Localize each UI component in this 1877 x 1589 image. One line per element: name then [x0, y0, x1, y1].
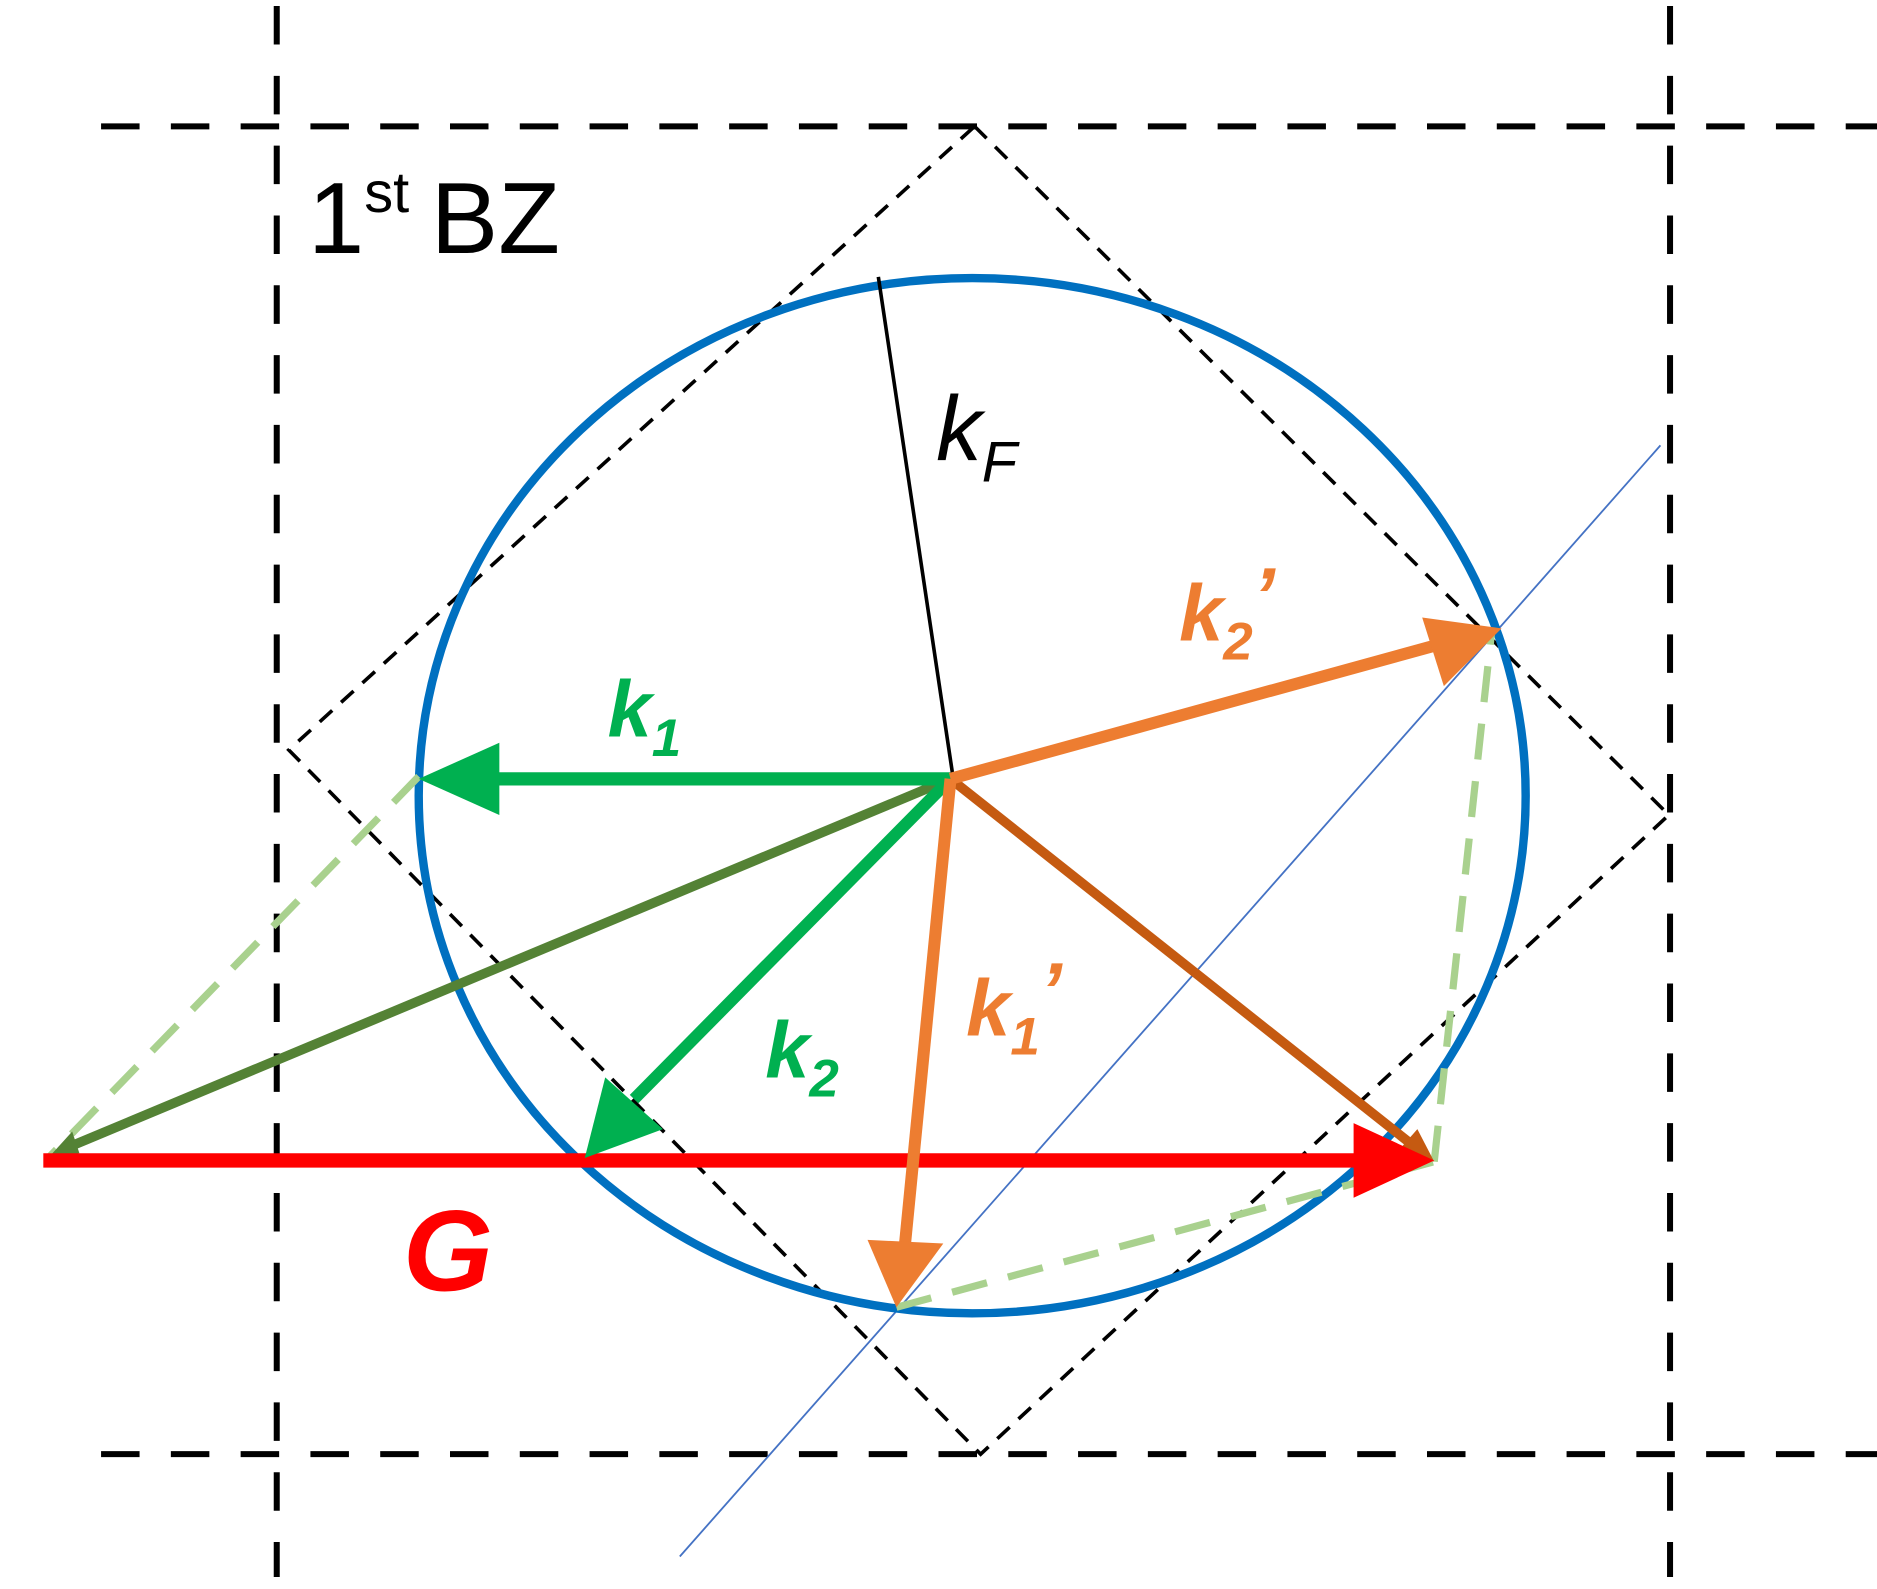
kf-radius-line — [876, 276, 955, 777]
k2-label-sub: 2 — [808, 1050, 838, 1109]
k2-prime-label-base: k — [1179, 568, 1227, 657]
k2-arrowhead — [584, 1077, 663, 1159]
kf-label-base: k — [936, 378, 986, 480]
bz-title-rest: BZ — [431, 162, 560, 275]
k2-prime-arrowhead — [1422, 617, 1502, 687]
k1-prime-label-sub: 1 — [1010, 1008, 1039, 1067]
g-label: G — [403, 1186, 493, 1315]
fermi-circle — [414, 273, 1530, 1318]
bz-title-main: 1 — [308, 162, 364, 275]
k1-prime-label-base: k — [966, 963, 1014, 1052]
k1-label-base: k — [608, 665, 656, 754]
k2-prime-label-prime: ’ — [1253, 552, 1276, 641]
construction-lines — [45, 627, 1496, 1311]
k1-label: k1 — [608, 665, 682, 768]
first-bz-boundary — [101, 6, 1877, 1577]
k2-label-base: k — [765, 1005, 813, 1094]
bz-title-sup: st — [364, 161, 409, 225]
rotated-zone-boundary — [286, 123, 1672, 1457]
kf-label-sub: F — [982, 431, 1020, 495]
k2-prime-label-sub: 2 — [1222, 613, 1252, 672]
k2-prime-vector — [948, 640, 1434, 785]
k1-prime-label: k1’ — [966, 946, 1063, 1066]
k2-label: k2 — [765, 1005, 839, 1108]
k-sum-arrowhead — [48, 1131, 80, 1159]
k2-prime-label: k2’ — [1179, 552, 1276, 672]
k2-vector — [629, 774, 955, 1104]
k1-prime-vector — [898, 778, 957, 1247]
k1-label-sub: 1 — [652, 709, 681, 768]
g-arrowhead — [1353, 1123, 1435, 1198]
guide-line — [679, 444, 1662, 1558]
k1-prime-label-prime: ’ — [1040, 946, 1063, 1035]
bz-title: 1st BZ — [308, 161, 560, 275]
kf-label: kF — [936, 378, 1020, 495]
k-sum-vector — [60, 774, 953, 1155]
k-final-sum-vector — [947, 775, 1417, 1150]
k1-arrowhead — [418, 742, 500, 815]
k1-prime-arrowhead — [867, 1239, 944, 1308]
k-final-sum-arrowhead — [1399, 1129, 1435, 1162]
